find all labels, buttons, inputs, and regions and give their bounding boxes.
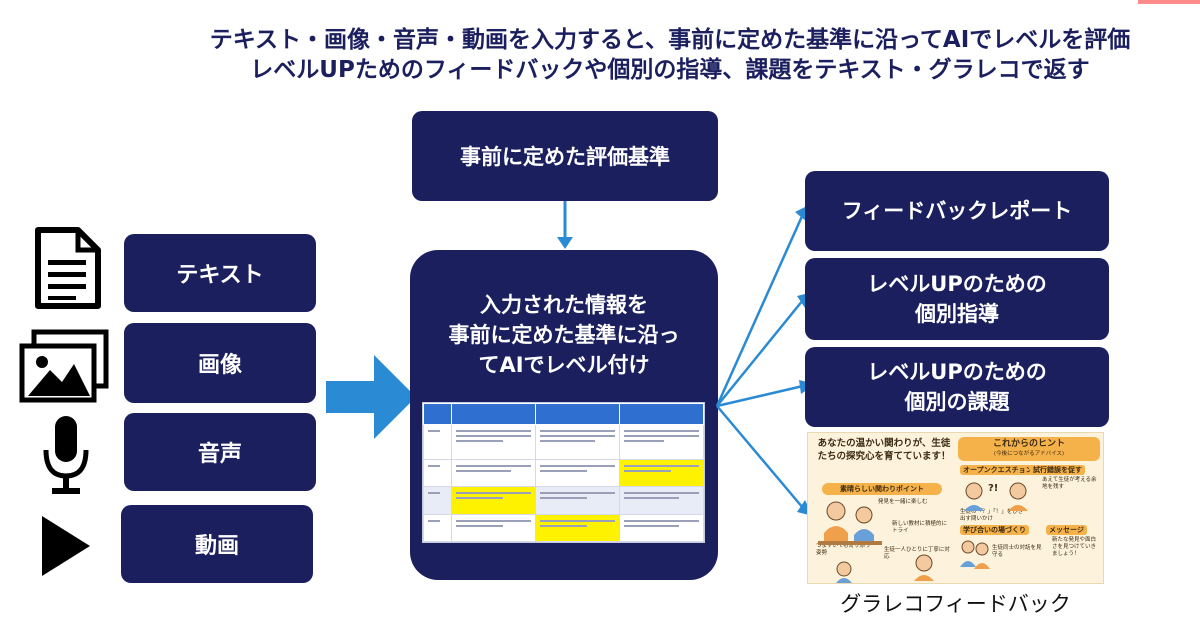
poster-hint-4: メッセージ	[1046, 525, 1087, 535]
poster-note-1: 生徒一人ひとりに丁寧に対応	[884, 547, 950, 560]
play-icon	[42, 516, 90, 576]
input-text-box: テキスト	[124, 234, 316, 312]
svg-text:?!: ?!	[988, 483, 998, 494]
output-2-line-1: レベルUPのための	[867, 272, 1047, 296]
poster-note-7: 新たな発見や面白さを見つけていきましょう！	[1052, 537, 1097, 557]
criteria-label: 事前に定めた評価基準	[460, 145, 670, 169]
poster-illustration-left	[818, 501, 934, 583]
poster-hints-title: これからのヒント	[992, 439, 1065, 449]
input-video-label: 動画	[194, 534, 239, 559]
output-1-label: フィードバックレポート	[841, 199, 1073, 223]
poster-note-5: あえて生徒が考える余地を残す	[1042, 477, 1097, 490]
input-video-box: 動画	[121, 505, 313, 583]
output-feedback-report: フィードバックレポート	[805, 171, 1109, 251]
poster-hint-2: 試行錯誤を促す	[1030, 465, 1085, 475]
input-arrow	[326, 355, 416, 439]
input-image-box: 画像	[124, 323, 316, 403]
poster-illustration-right: ?!	[964, 482, 1028, 511]
poster-caption: グラレコフィードバック	[840, 592, 1071, 616]
output-3-line-2: 個別の課題	[904, 390, 1010, 414]
poster-hints-sub: (今後につながるアドバイス)	[993, 451, 1065, 457]
poster-note-4: 生徒の「？」「！」をひき出す問いかけ	[960, 509, 1024, 522]
microphone-icon	[43, 416, 89, 494]
page-header: テキスト・画像・音声・動画を入力すると、事前に定めた基準に沿ってAIでレベルを評…	[140, 25, 1200, 85]
output-individual-task: レベルUPのための 個別の課題	[805, 347, 1109, 427]
center-box: 入力された情報を 事前に定めた基準に沿っ てAIでレベル付け	[410, 250, 718, 580]
header-line-2: レベルUPためのフィードバックや個別の指導、課題をテキスト・グラレコで返す	[250, 57, 1090, 83]
input-audio-label: 音声	[197, 442, 242, 467]
poster-hints-banner: これからのヒント (今後につながるアドバイス)	[958, 437, 1100, 461]
input-image-label: 画像	[197, 353, 242, 378]
input-audio-box: 音声	[124, 413, 316, 491]
poster-title: あなたの温かい関わりが、生徒たちの探究心を育てています！	[817, 438, 951, 462]
poster-note-3: つまずいても寄り添う姿勢	[816, 543, 871, 556]
poster-note-6: 生徒同士の対話を見守る	[992, 545, 1042, 558]
center-title: 入力された情報を 事前に定めた基準に沿っ てAIでレベル付け	[449, 290, 680, 380]
document-icon	[35, 227, 101, 309]
image-icon	[19, 329, 109, 403]
poster-hint-1: オープンクエスチョン	[960, 465, 1036, 475]
output-2-line-2: 個別指導	[915, 302, 999, 326]
input-text-label: テキスト	[176, 263, 264, 288]
evaluation-table-thumbnail	[422, 402, 705, 543]
output-arrows	[715, 204, 815, 516]
corner-accent	[1138, 0, 1200, 4]
header-line-1: テキスト・画像・音声・動画を入力すると、事前に定めた基準に沿ってAIでレベルを評…	[209, 27, 1131, 53]
poster-section-1: 素晴らしい関わりポイント	[822, 483, 942, 495]
poster-note-8: 発見を一緒に楽しむ	[878, 499, 928, 505]
poster-hint-3: 学び合いの場づくり	[960, 525, 1029, 535]
poster-note-2: 新しい教材に積極的にトライ	[892, 521, 948, 534]
output-individual-guidance: レベルUPのための 個別指導	[805, 258, 1109, 340]
output-3-line-1: レベルUPのための	[867, 360, 1047, 384]
graphic-recording-poster: あなたの温かい関わりが、生徒たちの探究心を育てています！ これからのヒント (今…	[807, 432, 1104, 584]
criteria-arrow	[557, 201, 573, 249]
center-line-1: 入力された情報を	[480, 293, 648, 317]
center-line-3: てAIでレベル付け	[478, 353, 650, 377]
center-line-2: 事前に定めた基準に沿っ	[448, 323, 680, 347]
criteria-box: 事前に定めた評価基準	[412, 111, 718, 201]
poster-illustration-group	[960, 540, 990, 569]
